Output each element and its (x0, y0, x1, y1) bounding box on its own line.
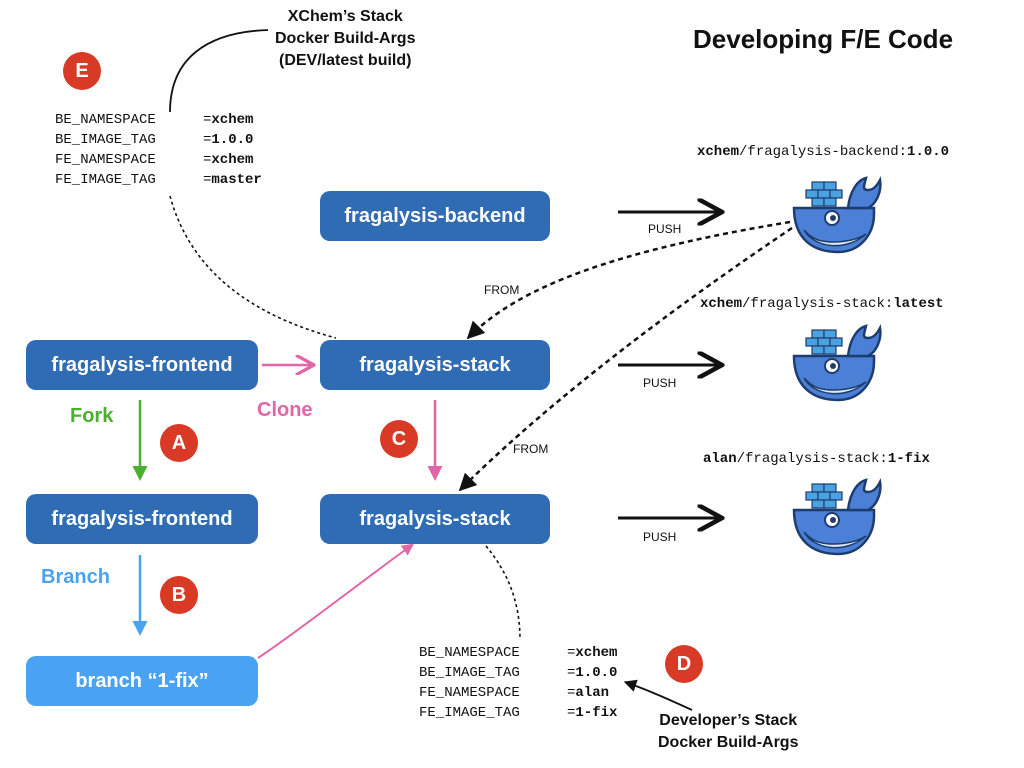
fragalysis-stack-box: fragalysis-stack (320, 340, 550, 390)
branch-to-stack-arrow (257, 543, 414, 659)
docker-whale-icon (792, 176, 882, 254)
developer-args-note: Developer’s Stack Docker Build-Args (658, 712, 799, 751)
docker-whale-icon (792, 478, 882, 556)
build-arg-row: BE_NAMESPACE= xchem (55, 112, 254, 128)
branch-box: branch “1-fix” (26, 656, 258, 706)
from-arrow-mid (458, 226, 793, 492)
clone-label: Clone (257, 399, 313, 421)
image-name-stack-fix: alan/fragalysis-stack:1-fix (703, 451, 930, 467)
cloned-stack-box: fragalysis-stack (320, 494, 550, 544)
build-arg-row: BE_IMAGE_TAG= 1.0.0 (55, 132, 254, 148)
build-arg-row: FE_NAMESPACE= alan (419, 685, 610, 701)
build-arg-row: BE_IMAGE_TAG= 1.0.0 (419, 665, 618, 681)
push-label-stack-latest: PUSH (643, 376, 677, 390)
build-arg-row: BE_NAMESPACE= xchem (419, 645, 618, 661)
forked-frontend-box: fragalysis-frontend (26, 494, 258, 544)
branch-label: Branch (41, 566, 110, 588)
build-arg-row: FE_NAMESPACE= xchem (55, 152, 254, 168)
dev-args-connector (485, 545, 521, 641)
fragalysis-frontend-box: fragalysis-frontend (26, 340, 258, 390)
xchem-args-connector (169, 195, 337, 339)
developer-build-args: BE_NAMESPACE= xchem BE_IMAGE_TAG= 1.0.0 … (419, 643, 617, 723)
image-name-stack-latest: xchem/fragalysis-stack:latest (700, 296, 944, 312)
dev-note-connector (623, 679, 693, 711)
fork-label: Fork (70, 405, 114, 427)
badge-c: C (380, 420, 418, 458)
badge-b: B (160, 576, 198, 614)
build-arg-row: FE_IMAGE_TAG= master (55, 172, 262, 188)
push-label-backend: PUSH (648, 222, 682, 236)
build-arg-row: FE_IMAGE_TAG= 1-fix (419, 705, 618, 721)
badge-a: A (160, 424, 198, 462)
docker-whale-icon (792, 324, 882, 402)
fragalysis-backend-box: fragalysis-backend (320, 191, 550, 241)
xchem-build-args: BE_NAMESPACE= xchem BE_IMAGE_TAG= 1.0.0 … (55, 110, 262, 190)
from-arrow-top (466, 220, 791, 340)
image-name-backend: xchem/fragalysis-backend:1.0.0 (697, 144, 950, 160)
badge-e: E (63, 52, 101, 90)
page-title: Developing F/E Code (693, 24, 954, 54)
from-label-mid: FROM (513, 442, 549, 456)
from-label-top: FROM (484, 283, 520, 297)
xchem-args-note: XChem’s Stack Docker Build-Args (DEV/lat… (275, 8, 416, 69)
xchem-note-connector (169, 29, 269, 113)
push-label-stack-fix: PUSH (643, 530, 677, 544)
badge-d: D (665, 645, 703, 683)
